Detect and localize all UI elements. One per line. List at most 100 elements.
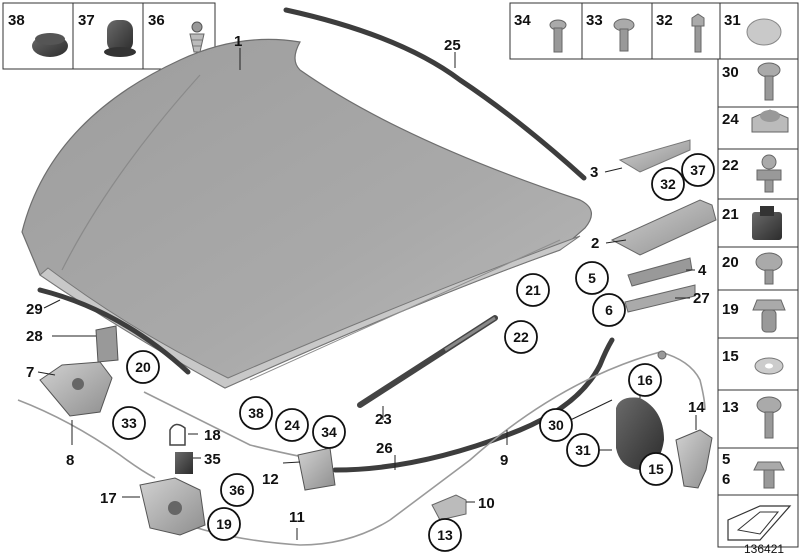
circle-37: 37 <box>681 153 715 187</box>
clip-18 <box>169 423 186 446</box>
bracket-14 <box>675 429 713 489</box>
release-handle-16 <box>616 397 664 470</box>
seal-strip-29 <box>37 287 191 375</box>
bracket-34 <box>297 447 336 491</box>
hood-latch-17 <box>139 477 206 536</box>
circle-15: 15 <box>639 452 673 486</box>
contact-switch-35 <box>175 452 193 474</box>
leader-lines <box>37 48 697 540</box>
box-label-31: 31 <box>724 12 741 29</box>
circle-13: 13 <box>428 518 462 552</box>
svg-text:6: 6 <box>605 302 613 318</box>
callout-4: 4 <box>698 262 707 279</box>
box-label-38: 38 <box>8 12 25 29</box>
screw-19-part <box>752 299 786 333</box>
svg-text:19: 19 <box>216 516 232 532</box>
screw-5-6-part <box>753 461 785 489</box>
callout-17: 17 <box>100 490 117 507</box>
box-label-32: 32 <box>656 12 673 29</box>
plug-37-part <box>104 20 136 57</box>
svg-text:30: 30 <box>548 417 564 433</box>
callout-9: 9 <box>500 452 508 469</box>
top-left-fastener-box: 38 37 36 <box>2 2 216 70</box>
screw-34-part <box>549 19 567 53</box>
hood-latch-7 <box>39 361 113 417</box>
box-label-33: 33 <box>586 12 603 29</box>
callout-1: 1 <box>234 33 242 50</box>
screw-30-part <box>757 62 781 101</box>
svg-text:5: 5 <box>588 270 596 286</box>
callout-23: 23 <box>375 411 392 428</box>
screw-13-part <box>756 396 782 439</box>
gas-strut-23 <box>357 315 498 408</box>
callout-35: 35 <box>204 451 221 468</box>
hinge-assembly <box>610 139 717 313</box>
svg-text:33: 33 <box>121 415 137 431</box>
circle-36: 36 <box>220 473 254 507</box>
svg-text:16: 16 <box>637 372 653 388</box>
col-label-20: 20 <box>722 254 739 271</box>
stud-32-part <box>691 13 705 53</box>
circle-31: 31 <box>566 433 600 467</box>
circle-24: 24 <box>275 408 309 442</box>
col-label-13: 13 <box>722 399 739 416</box>
svg-text:21: 21 <box>525 282 541 298</box>
circle-6: 6 <box>592 293 626 327</box>
col-label-22: 22 <box>722 157 739 174</box>
circled-labels: 37 32 21 5 6 22 20 33 38 24 34 16 30 31 … <box>112 153 715 552</box>
stud-22-part <box>756 154 782 193</box>
callout-12: 12 <box>262 471 279 488</box>
col-label-21: 21 <box>722 206 739 223</box>
bracket-10 <box>431 494 467 521</box>
box-label-37: 37 <box>78 12 95 29</box>
callout-28: 28 <box>26 328 43 345</box>
circle-22: 22 <box>504 320 538 354</box>
callout-8: 8 <box>66 452 74 469</box>
cables <box>17 351 706 546</box>
callout-labels: 1 25 3 2 4 27 29 28 7 8 23 26 9 18 35 12… <box>26 33 710 526</box>
right-column-parts: 30 24 22 21 20 19 15 13 5 6 <box>717 58 799 548</box>
cap-31-part <box>746 18 782 46</box>
col-label-24: 24 <box>722 111 739 128</box>
circle-30: 30 <box>539 408 573 442</box>
hood-panel <box>21 38 592 389</box>
callout-18: 18 <box>204 427 221 444</box>
svg-text:31: 31 <box>575 442 591 458</box>
col-label-30: 30 <box>722 64 739 81</box>
screw-20-part <box>755 252 783 285</box>
callout-10: 10 <box>478 495 495 512</box>
callout-3: 3 <box>590 164 598 181</box>
svg-text:20: 20 <box>135 359 151 375</box>
col-label-19: 19 <box>722 301 739 318</box>
svg-text:32: 32 <box>660 176 676 192</box>
circle-38: 38 <box>239 396 273 430</box>
circle-19: 19 <box>207 507 241 541</box>
callout-14: 14 <box>688 399 705 416</box>
svg-text:15: 15 <box>648 461 664 477</box>
svg-text:24: 24 <box>284 417 300 433</box>
circle-34: 34 <box>312 415 346 449</box>
nut-24-part <box>751 109 789 133</box>
diagram-reference-number: 136421 <box>744 542 784 556</box>
buffer-21-part <box>752 206 782 240</box>
circle-5: 5 <box>575 261 609 295</box>
callout-2: 2 <box>591 235 599 252</box>
callout-29: 29 <box>26 301 43 318</box>
col-label-6: 6 <box>722 471 730 488</box>
box-label-36: 36 <box>148 12 165 29</box>
col-label-15: 15 <box>722 348 739 365</box>
callout-25: 25 <box>444 37 461 54</box>
washer-15-part <box>754 357 784 375</box>
circle-20: 20 <box>126 350 160 384</box>
top-right-screw-box: 34 33 32 31 <box>509 2 799 60</box>
svg-text:36: 36 <box>229 482 245 498</box>
bracket-28 <box>95 325 119 363</box>
svg-text:13: 13 <box>437 527 453 543</box>
callout-7: 7 <box>26 364 34 381</box>
callout-26: 26 <box>376 440 393 457</box>
cable-end-9 <box>657 350 667 360</box>
circle-21: 21 <box>516 273 550 307</box>
grommet-38-part <box>32 33 68 57</box>
callout-11: 11 <box>289 509 305 526</box>
